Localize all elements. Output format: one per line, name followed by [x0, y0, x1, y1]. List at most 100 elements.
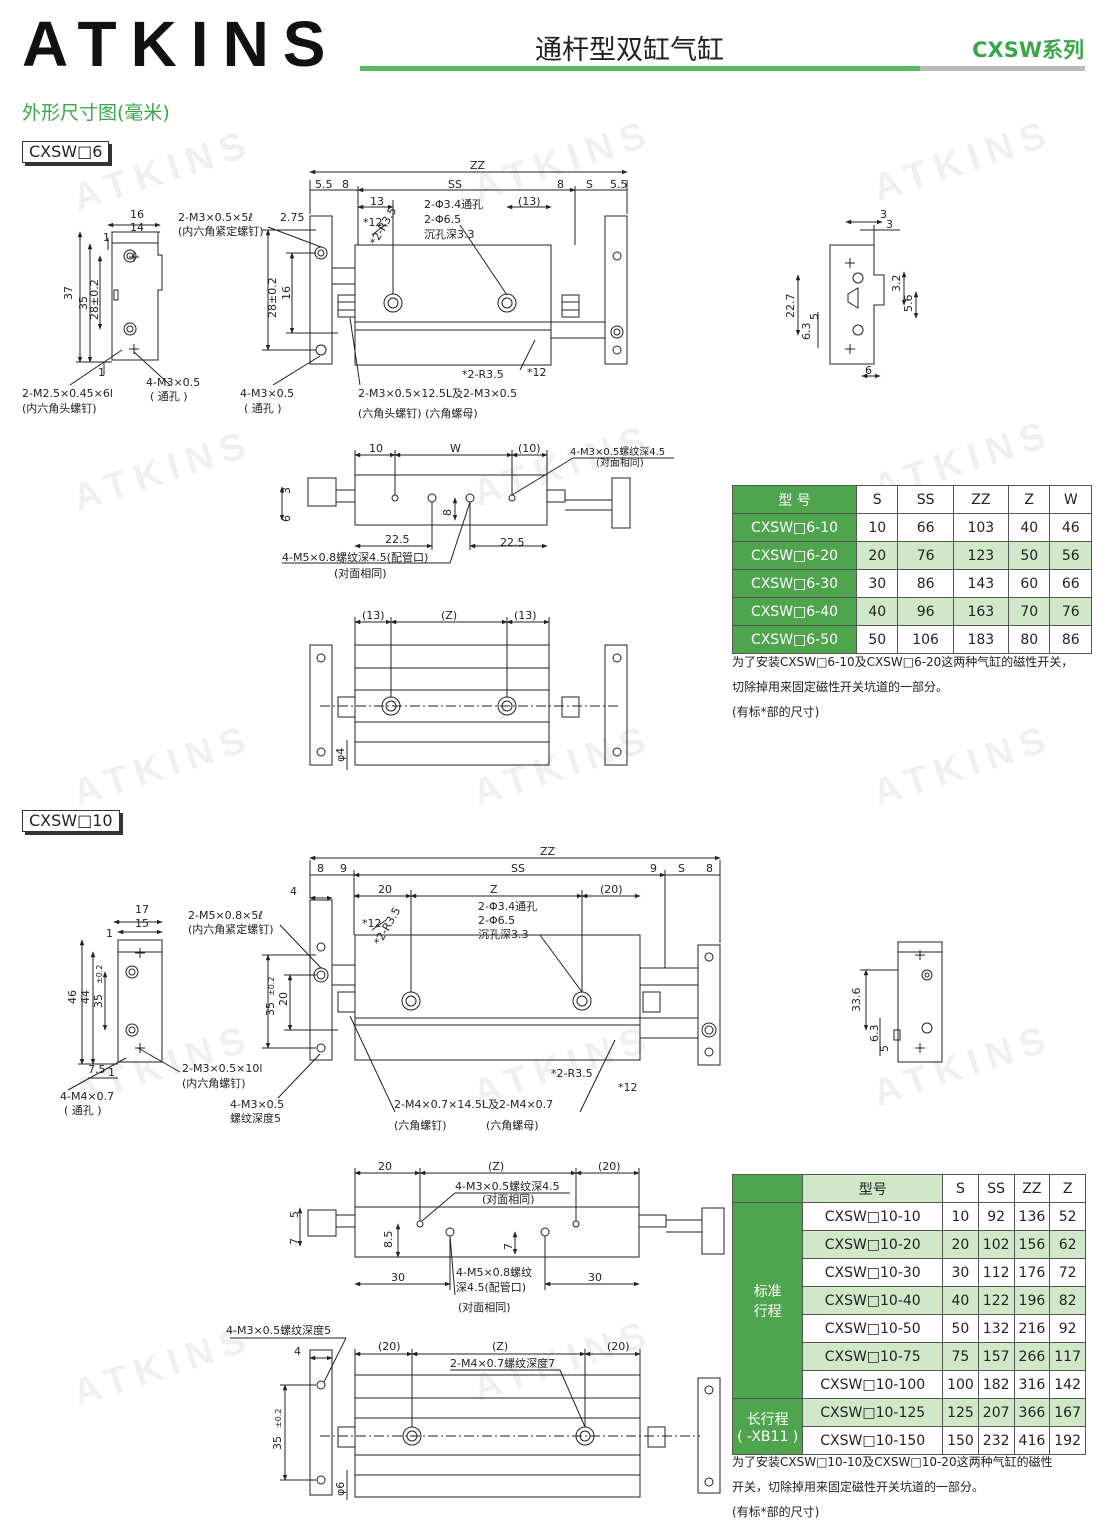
- annotation: 2-M5×0.8×5ℓ: [188, 909, 263, 922]
- table-cell: 30: [942, 1258, 979, 1287]
- annotation: 2-M4×0.7螺纹深度7: [450, 1356, 555, 1370]
- annotation: 4-M5×0.8螺纹: [456, 1265, 532, 1279]
- dim: 22.5: [385, 533, 410, 546]
- annotation: (对面相同): [334, 566, 387, 580]
- annotation: 2-Φ3.4通孔: [424, 198, 483, 211]
- table-header-row: 型号 S SS ZZ Z: [731, 1174, 1086, 1203]
- group-label: ( -XB11 ): [737, 1428, 799, 1445]
- table-cell: 100: [942, 1370, 979, 1399]
- table-cell: 92: [977, 1202, 1015, 1231]
- table-cell: CXSW□10-100: [802, 1370, 944, 1399]
- dim: *12: [618, 1081, 638, 1094]
- dim: 16: [280, 286, 293, 300]
- table-cell: 122: [977, 1286, 1015, 1315]
- dim: (20): [607, 1340, 630, 1353]
- dim: 6: [280, 515, 293, 522]
- dim: ±0.2: [274, 1409, 283, 1428]
- model-label-cxsw10: CXSW□10: [22, 810, 120, 832]
- dim: 9: [340, 862, 347, 875]
- dim: (Z): [488, 1160, 504, 1173]
- group-standard-stroke: 标准 行程: [731, 1202, 804, 1399]
- annotation: (内六角紧定螺钉): [188, 922, 274, 936]
- table-cell: 157: [977, 1342, 1015, 1371]
- annotation: 2-Φ3.4通孔: [478, 900, 537, 913]
- dim-z: (Z): [441, 609, 457, 622]
- dim: (20): [600, 883, 623, 896]
- dim: 16: [130, 208, 144, 221]
- table-cell: 102: [977, 1230, 1015, 1259]
- spec-table-cxsw10: 型号 S SS ZZ Z 标准 行程 CXSW□10-10 10 92 136 …: [731, 1174, 1086, 1455]
- annotation: 沉孔深3.3: [478, 928, 529, 941]
- annotation: 4-M5×0.8螺纹深4.5(配管口): [282, 550, 428, 564]
- table-row: CXSW□10-100 100 182 316 142: [733, 1370, 1086, 1399]
- dim: 37: [62, 286, 75, 300]
- table-cell: 62: [1049, 1230, 1086, 1259]
- dim: 13: [370, 195, 384, 208]
- table-header-blank: [731, 1174, 804, 1203]
- table-row: 标准 行程 CXSW□10-10 10 92 136 52: [731, 1202, 1086, 1399]
- table-cell: 10: [942, 1202, 979, 1231]
- note-line: 为了安装CXSW□6-10及CXSW□6-20这两种气缸的磁性开关，: [732, 655, 1074, 669]
- dim: 1: [108, 1066, 115, 1079]
- dim: *2-R3.5: [551, 1067, 593, 1080]
- dim: 28±0.2: [88, 279, 101, 320]
- table-row: CXSW□10-150 150 232 416 192: [733, 1426, 1086, 1455]
- table-row: CXSW□6-50 50 106 183 80 86: [732, 625, 1092, 654]
- annotation: 4-M3×0.5: [146, 376, 200, 389]
- table-row: CXSW□6-10 10 66 103 40 46: [732, 513, 1092, 542]
- table-cell: CXSW□6-40: [732, 597, 857, 626]
- cxsw10-side-view: [67, 919, 181, 1091]
- table-cell: 10: [855, 513, 899, 542]
- dim: 5: [878, 1045, 891, 1052]
- annotation: (内六角紧定螺钉): [178, 224, 264, 238]
- annotation: (对面相同): [596, 456, 644, 469]
- dim: 28±0.2: [266, 277, 279, 318]
- annotation: ( 通孔 ): [244, 402, 282, 415]
- annotation: 4-M3×0.5螺纹深4.5: [570, 445, 665, 458]
- dim: 8: [441, 509, 454, 516]
- table-cell: 60: [1007, 569, 1051, 598]
- table-cell: 76: [1049, 597, 1092, 626]
- table-row: CXSW□6-30 30 86 143 60 66: [732, 569, 1092, 598]
- table-row: CXSW□10-50 50 132 216 92: [733, 1314, 1086, 1343]
- annotation: 螺纹深度5: [230, 1111, 281, 1125]
- dim: 7.5: [88, 1063, 106, 1076]
- model-label-cxsw6: CXSW□6: [22, 141, 110, 163]
- dim: 35: [92, 994, 105, 1008]
- dim: 3: [280, 487, 293, 494]
- note-line: (有标*部的尺寸): [732, 705, 820, 719]
- dim: 1: [98, 366, 105, 379]
- annotation: 2-M4×0.7×14.5L及2-M4×0.7: [394, 1098, 553, 1111]
- table-cell: CXSW□10-50: [802, 1314, 944, 1343]
- table-header: Z: [1007, 485, 1051, 514]
- table-cell: CXSW□6-50: [732, 625, 857, 654]
- dim: 3.2: [890, 275, 903, 293]
- annotation: 深4.5(配管口): [456, 1280, 526, 1294]
- annotation: ( 通孔 ): [150, 390, 188, 403]
- annotation: 2-M3×0.5×12.5L及2-M3×0.5: [358, 387, 517, 400]
- section-title: 外形尺寸图(毫米): [22, 102, 170, 124]
- cxsw6-end-view: [795, 219, 919, 379]
- table-header: Z: [1049, 1174, 1086, 1203]
- dim: 20: [378, 1160, 392, 1173]
- table-cell: 192: [1049, 1426, 1086, 1455]
- table-header: SS: [977, 1174, 1015, 1203]
- table-cell: 46: [1049, 513, 1092, 542]
- dim: 30: [391, 1271, 405, 1284]
- table-cell: 416: [1013, 1426, 1051, 1455]
- table-cell: 366: [1013, 1398, 1051, 1427]
- annotation: 2-M3×0.5×5ℓ: [178, 211, 253, 224]
- table-row: CXSW□10-75 75 157 266 117: [733, 1342, 1086, 1371]
- table-cell: 86: [897, 569, 954, 598]
- table-cell: 136: [1013, 1202, 1051, 1231]
- annotation: 2-M3×0.5×10l: [182, 1062, 262, 1075]
- dim: *12: [527, 366, 547, 379]
- table-cell: CXSW□10-40: [802, 1286, 944, 1315]
- dim: φ6: [334, 1482, 347, 1496]
- table-cell: 70: [1007, 597, 1051, 626]
- series-label: CXSW系列: [972, 38, 1084, 62]
- table-cell: 125: [942, 1398, 979, 1427]
- dim: (20): [378, 1340, 401, 1353]
- table-cell: 117: [1049, 1342, 1086, 1371]
